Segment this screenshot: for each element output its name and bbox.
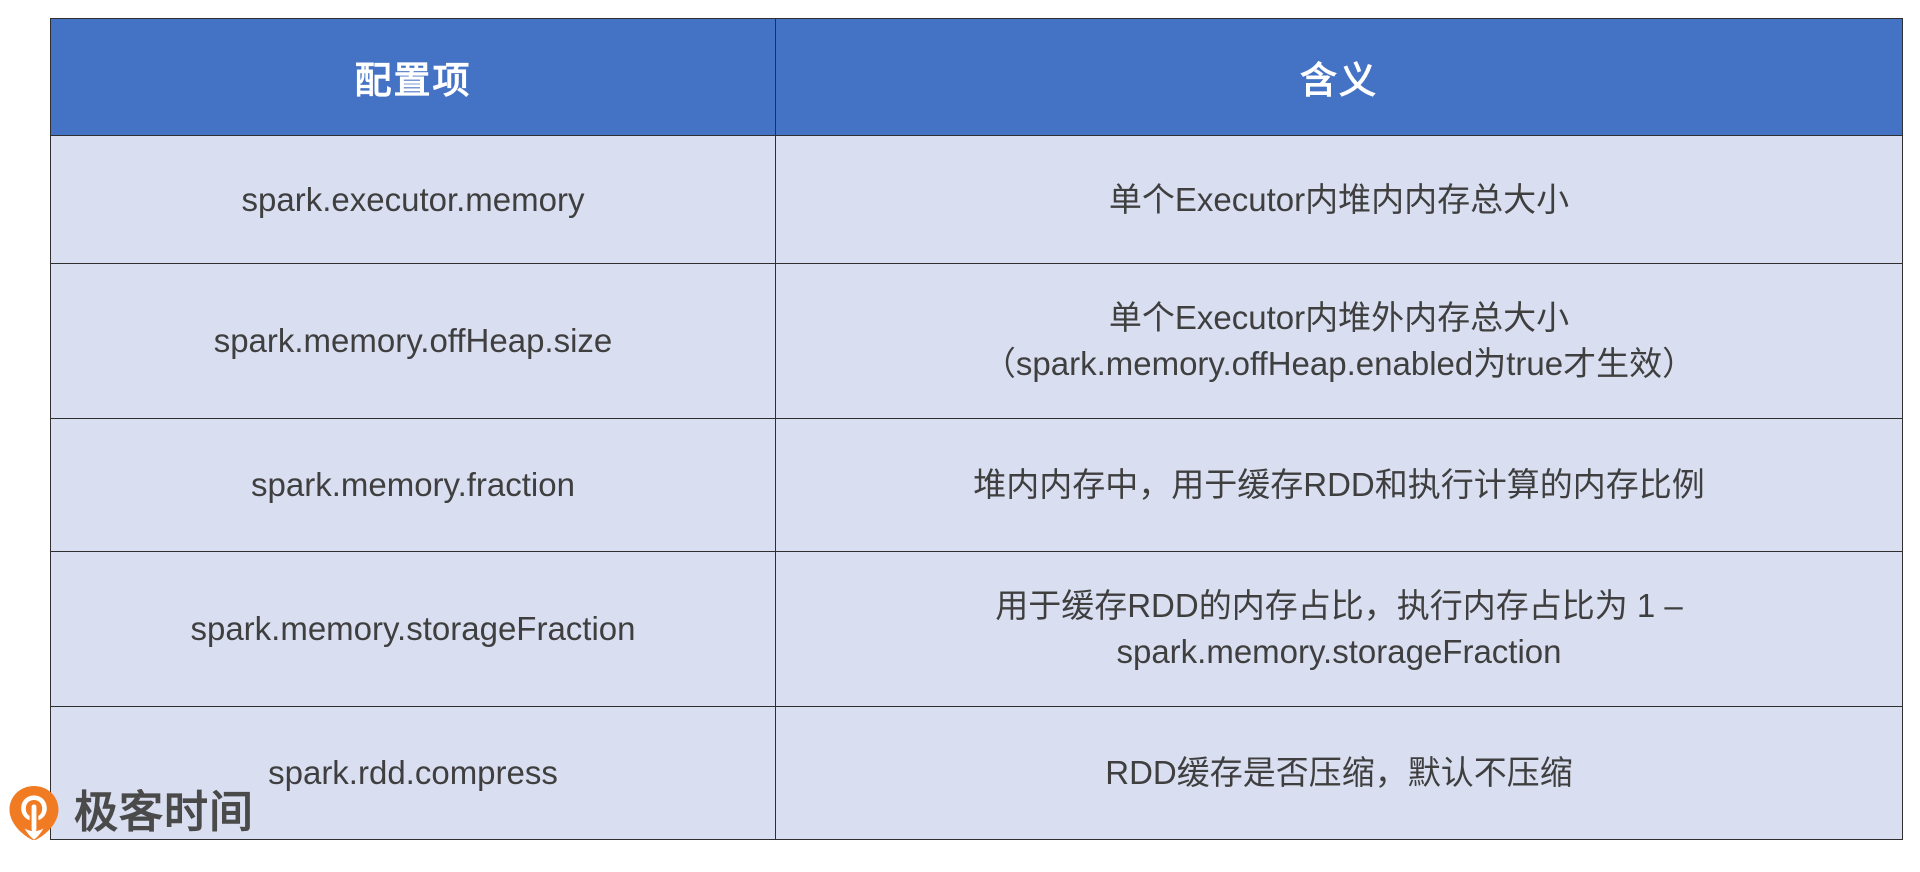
config-meaning-cell: 单个Executor内堆外内存总大小 （spark.memory.offHeap…	[775, 263, 1903, 419]
table-row: spark.executor.memory 单个Executor内堆内内存总大小	[50, 135, 1903, 264]
table-header-row: 配置项 含义	[50, 18, 1903, 136]
table-row: spark.memory.fraction 堆内内存中，用于缓存RDD和执行计算…	[50, 418, 1903, 552]
config-meaning-cell: 单个Executor内堆内内存总大小	[775, 135, 1903, 264]
column-header-config-key: 配置项	[50, 18, 776, 136]
table-row: spark.memory.storageFraction 用于缓存RDD的内存占…	[50, 551, 1903, 707]
meaning-line: RDD缓存是否压缩，默认不压缩	[1105, 754, 1573, 792]
config-table-container: 配置项 含义 spark.executor.memory 单个Executor内…	[50, 18, 1903, 840]
config-key-cell: spark.memory.offHeap.size	[50, 263, 776, 419]
meaning-line: spark.memory.storageFraction	[1116, 633, 1562, 670]
config-meaning-cell: RDD缓存是否压缩，默认不压缩	[775, 706, 1903, 840]
table-row: spark.rdd.compress RDD缓存是否压缩，默认不压缩	[50, 706, 1903, 840]
spark-memory-config-table: 配置项 含义 spark.executor.memory 单个Executor内…	[50, 18, 1903, 840]
meaning-line: 单个Executor内堆内内存总大小	[1108, 180, 1570, 218]
meaning-line: 堆内内存中，用于缓存RDD和执行计算的内存比例	[973, 466, 1705, 504]
brand-logo: 极客时间	[8, 785, 254, 841]
config-key-cell: spark.memory.fraction	[50, 418, 776, 552]
geekbang-pin-icon	[8, 785, 60, 841]
meaning-line: （spark.memory.offHeap.enabled为true才生效）	[982, 345, 1696, 382]
column-header-meaning: 含义	[775, 18, 1903, 136]
config-key-cell: spark.memory.storageFraction	[50, 551, 776, 707]
meaning-line: 单个Executor内堆外内存总大小	[1108, 299, 1570, 337]
config-key-cell: spark.rdd.compress	[50, 706, 776, 840]
meaning-line: 用于缓存RDD的内存占比，执行内存占比为 1 –	[995, 587, 1683, 625]
config-meaning-cell: 堆内内存中，用于缓存RDD和执行计算的内存比例	[775, 418, 1903, 552]
table-row: spark.memory.offHeap.size 单个Executor内堆外内…	[50, 263, 1903, 419]
brand-name: 极客时间	[74, 788, 254, 837]
config-meaning-cell: 用于缓存RDD的内存占比，执行内存占比为 1 – spark.memory.st…	[775, 551, 1903, 707]
config-key-cell: spark.executor.memory	[50, 135, 776, 264]
